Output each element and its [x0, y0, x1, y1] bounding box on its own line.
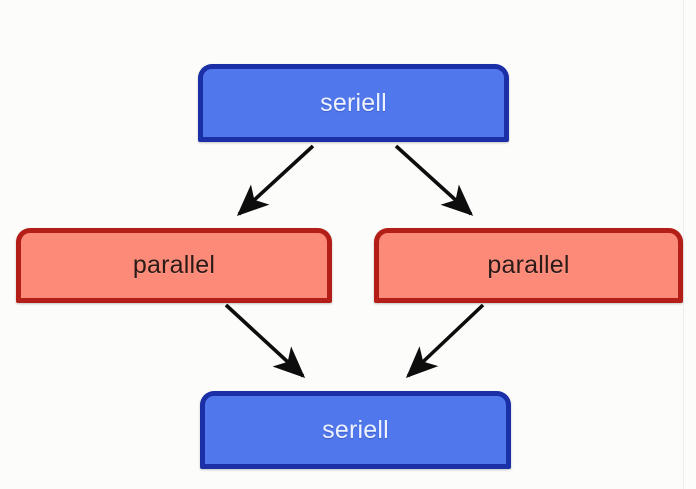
- node-seriell-top[interactable]: seriell: [198, 64, 509, 142]
- edge-left-to-bottom: [224, 303, 306, 378]
- node-seriell-bottom[interactable]: seriell: [200, 391, 511, 469]
- edge-right-to-bottom: [405, 303, 485, 378]
- node-label: seriell: [322, 415, 389, 444]
- frame-edge-right: [683, 0, 684, 489]
- edge-top-to-right: [394, 144, 474, 216]
- node-label: parallel: [487, 251, 570, 279]
- node-parallel-right[interactable]: parallel: [374, 228, 683, 303]
- edge-top-to-left: [236, 144, 315, 216]
- node-label: seriell: [320, 88, 387, 117]
- node-parallel-left[interactable]: parallel: [16, 228, 332, 303]
- frame-edge-top: [0, 0, 696, 2]
- node-label: parallel: [132, 251, 216, 279]
